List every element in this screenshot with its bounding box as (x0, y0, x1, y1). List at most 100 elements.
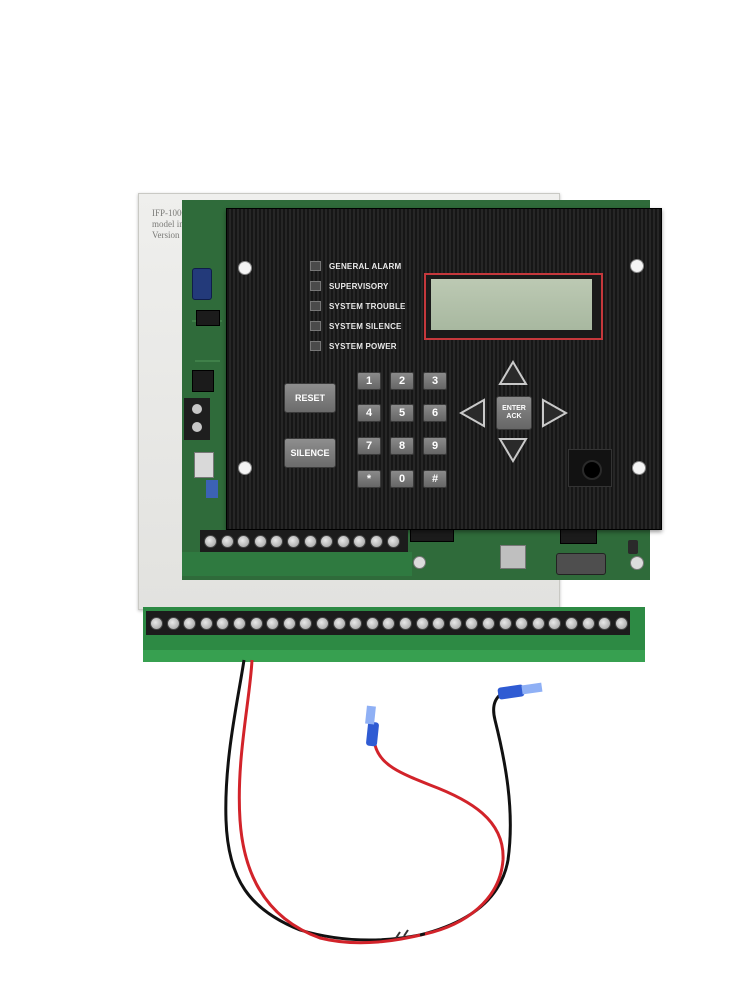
terminal-screw (249, 617, 263, 630)
board-chip (410, 528, 454, 542)
terminal-screw (270, 535, 284, 548)
terminal-screw (316, 617, 329, 630)
terminal-screw (332, 617, 346, 630)
key-1[interactable]: 1 (357, 372, 381, 390)
key-6[interactable]: 6 (423, 404, 447, 422)
terminal-screw (515, 617, 529, 630)
key-9[interactable]: 9 (423, 437, 447, 455)
board-screw (413, 556, 426, 569)
serial-port[interactable] (556, 553, 606, 575)
left-terminal-block (184, 398, 210, 440)
terminal-screw (386, 535, 400, 548)
key-lock[interactable] (568, 449, 612, 487)
terminal-screw (465, 617, 479, 630)
led-system-power: SYSTEM POWER (310, 339, 397, 353)
left-arrow-button[interactable] (459, 398, 487, 428)
terminal-screw (253, 535, 267, 548)
terminal-screw (287, 535, 300, 548)
board-screw (630, 556, 644, 570)
key-3[interactable]: 3 (423, 372, 447, 390)
jumper-block (194, 452, 214, 478)
terminal-screw (581, 617, 595, 630)
mounting-hole (238, 461, 252, 475)
terminal-screw (565, 617, 578, 630)
black-wire-end (419, 693, 512, 937)
capacitor (628, 540, 638, 554)
terminal-screw (349, 617, 363, 630)
mounting-hole (630, 259, 644, 273)
terminal-screw (336, 535, 350, 548)
terminal-screw (299, 617, 313, 630)
terminal-screw (399, 617, 412, 630)
terminal-screw (183, 617, 197, 630)
terminal-screw (614, 617, 628, 630)
terminal-screw (192, 422, 202, 432)
down-arrow-button[interactable] (498, 437, 528, 463)
led-indicator (310, 321, 321, 331)
terminal-screw (204, 535, 217, 548)
plate-label-line3: Version (152, 230, 180, 240)
terminal-screw (448, 617, 462, 630)
led-general-alarm: GENERAL ALARM (310, 259, 401, 273)
black-wire (224, 659, 421, 942)
terminal-screw (432, 617, 446, 630)
up-arrow-button[interactable] (498, 360, 528, 386)
terminal-screw (166, 617, 180, 630)
terminal-screw (598, 617, 612, 630)
terminal-screw (237, 535, 251, 548)
terminal-screw (365, 617, 379, 630)
capacitor (206, 480, 218, 498)
key-7[interactable]: 7 (357, 437, 381, 455)
led-label: SYSTEM POWER (329, 341, 397, 351)
terminal-screw (303, 535, 317, 548)
terminal-screw (382, 617, 396, 630)
led-supervisory: SUPERVISORY (310, 279, 389, 293)
terminal-screw (150, 617, 163, 630)
terminal-screw (415, 617, 429, 630)
lcd-display (431, 279, 592, 330)
board-trace (195, 360, 220, 362)
blue-spade-terminal-black (497, 682, 543, 700)
terminal-screw (266, 617, 280, 630)
key-hash[interactable]: # (423, 470, 447, 488)
board-chip (196, 310, 220, 326)
terminal-board-edge (143, 650, 645, 662)
led-label: SYSTEM SILENCE (329, 321, 402, 331)
key-star[interactable]: * (357, 470, 381, 488)
blue-spade-terminal-red (365, 705, 379, 747)
led-label: SYSTEM TROUBLE (329, 301, 406, 311)
enter-label: ENTER (502, 405, 526, 412)
terminal-screw (482, 617, 495, 630)
led-label: SUPERVISORY (329, 281, 389, 291)
usb-port[interactable] (500, 545, 526, 569)
terminal-screw (233, 617, 246, 630)
enter-ack-button[interactable]: ENTER ACK (496, 396, 532, 430)
key-2[interactable]: 2 (390, 372, 414, 390)
terminal-screw (199, 617, 213, 630)
led-label: GENERAL ALARM (329, 261, 402, 271)
led-system-trouble: SYSTEM TROUBLE (310, 299, 406, 313)
led-indicator (310, 301, 321, 311)
mounting-hole (632, 461, 646, 475)
board-chip (192, 370, 214, 392)
key-4[interactable]: 4 (357, 404, 381, 422)
red-wire (237, 659, 426, 945)
red-wire-end (373, 744, 505, 936)
terminal-screw (220, 535, 234, 548)
reset-button[interactable]: RESET (284, 383, 336, 413)
terminal-screw (548, 617, 562, 630)
terminal-screw (192, 404, 202, 414)
led-indicator (310, 281, 321, 291)
key-0[interactable]: 0 (390, 470, 414, 488)
terminal-screw (320, 535, 334, 548)
terminal-screw (353, 535, 367, 548)
led-system-silence: SYSTEM SILENCE (310, 319, 402, 333)
keyhole-icon (582, 460, 602, 480)
board-chip (560, 528, 597, 544)
key-5[interactable]: 5 (390, 404, 414, 422)
silence-button[interactable]: SILENCE (284, 438, 336, 468)
right-arrow-button[interactable] (540, 398, 568, 428)
key-8[interactable]: 8 (390, 437, 414, 455)
terminal-screw (370, 535, 383, 548)
ack-label: ACK (506, 413, 522, 420)
